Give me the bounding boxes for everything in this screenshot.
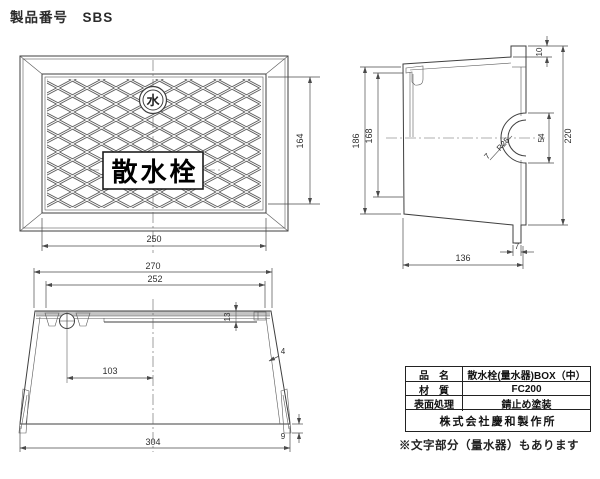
radius-leader bbox=[489, 135, 513, 161]
plan-label-text: 散水栓 bbox=[111, 157, 198, 187]
section-view: 10 220 54 R25 7 7 136 bbox=[351, 36, 573, 269]
sansuisen-label: 散水栓 bbox=[102, 151, 204, 190]
section-notch-dim: 54 bbox=[537, 133, 546, 142]
plan-width-dim: 250 bbox=[146, 234, 161, 244]
elevation-foot-height-dim: 9 bbox=[281, 432, 286, 441]
lid-seat-detail bbox=[405, 65, 424, 86]
elevation-view: 270 252 103 304 9 4 bbox=[18, 261, 303, 452]
spec-value-name: 散水栓(量水器)BOX（中） bbox=[467, 371, 586, 382]
elevation-lid-dim: 252 bbox=[147, 274, 162, 284]
spec-row-finish: 表面処理 錆止め塗装 bbox=[406, 396, 590, 411]
elevation-top-dim: 270 bbox=[145, 261, 160, 271]
plan-height-dim: 164 bbox=[295, 133, 305, 148]
footnote: ※文字部分（量水器）もあります bbox=[399, 440, 579, 452]
spec-row-name: 品 名 散水栓(量水器)BOX（中） bbox=[406, 367, 590, 382]
spec-label-finish: 表面処理 bbox=[406, 396, 463, 411]
spec-value-finish: 錆止め塗装 bbox=[501, 400, 552, 411]
product-number: 製品番号 SBS bbox=[10, 10, 114, 25]
section-flange-dim: 10 bbox=[535, 47, 544, 56]
elevation-wall-dim: 4 bbox=[281, 347, 286, 356]
spec-row-material: 材 質 FC200 bbox=[406, 382, 590, 397]
section-inner-depth-dim: 168 bbox=[364, 128, 374, 143]
section-foot-dim: 7 bbox=[515, 242, 520, 251]
emblem-character: 水 bbox=[146, 93, 160, 108]
elevation-lid-thickness-dim: 13 bbox=[223, 312, 232, 321]
elevation-base-dim: 304 bbox=[145, 437, 160, 447]
spec-value-material: FC200 bbox=[511, 384, 542, 395]
foot-right bbox=[280, 388, 292, 434]
spec-label-material: 材 質 bbox=[406, 382, 463, 397]
lid-end-detail bbox=[253, 311, 267, 321]
spec-table: 品 名 散水栓(量水器)BOX（中） 材 質 FC200 表面処理 錆止め塗装 … bbox=[405, 366, 591, 432]
water-emblem: 水 bbox=[138, 85, 168, 115]
section-total-dim: 220 bbox=[563, 128, 573, 143]
section-wall-dim: 7 bbox=[482, 151, 492, 161]
elevation-handle-dim: 103 bbox=[102, 366, 117, 376]
section-outer-depth-dim: 186 bbox=[351, 133, 361, 148]
plan-view: 水 散水栓 250 164 bbox=[19, 55, 320, 253]
foot-left bbox=[18, 388, 30, 434]
company-name: 株式会社慶和製作所 bbox=[439, 415, 557, 428]
spec-label-name: 品 名 bbox=[406, 367, 463, 382]
section-bottom-dim: 136 bbox=[455, 253, 470, 263]
